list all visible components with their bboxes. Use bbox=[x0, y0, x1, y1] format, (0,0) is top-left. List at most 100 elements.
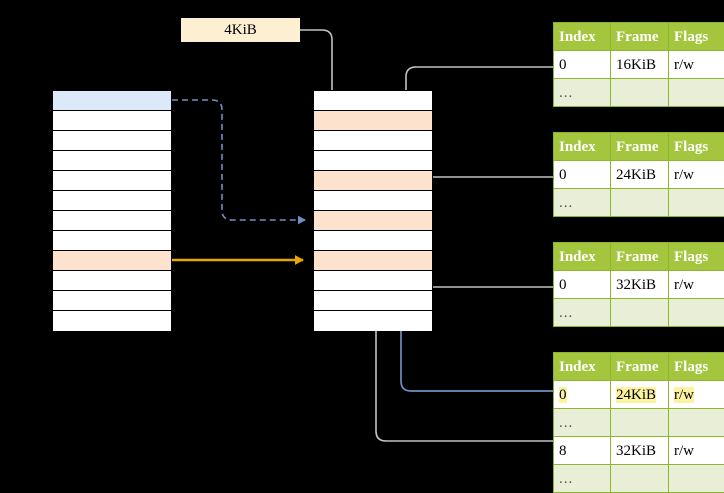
cell-value: 24KiB bbox=[616, 387, 656, 403]
table-cell-frame: 16KiB bbox=[611, 51, 669, 79]
physical-frame-cell-7 bbox=[314, 231, 432, 251]
column-header-flags: Flags bbox=[669, 23, 724, 51]
physical-frame-cell-1 bbox=[314, 111, 432, 131]
table-cell-index: 0 bbox=[554, 161, 611, 189]
virtual-page-cell-8 bbox=[53, 251, 171, 271]
table-cell-flags bbox=[669, 189, 724, 217]
column-header-index: Index bbox=[554, 353, 611, 381]
table-cell-frame: 32KiB bbox=[611, 437, 669, 465]
cell-value: 32KiB bbox=[616, 277, 656, 293]
column-header-frame: Frame bbox=[611, 243, 669, 271]
table-cell-frame: 24KiB bbox=[611, 381, 669, 409]
table-cell-flags bbox=[669, 465, 724, 493]
table-cell-frame bbox=[611, 79, 669, 107]
table-row-ellipsis[interactable]: ... bbox=[554, 409, 724, 437]
physical-frame-cell-2 bbox=[314, 131, 432, 151]
cell-value: 0 bbox=[559, 167, 567, 183]
cell-value: r/w bbox=[674, 277, 694, 293]
cell-value: ... bbox=[559, 471, 573, 487]
table-cell-index: 0 bbox=[554, 51, 611, 79]
physical-frame-cell-5 bbox=[314, 191, 432, 211]
column-header-flags: Flags bbox=[669, 243, 724, 271]
cell-value: 8 bbox=[559, 443, 567, 459]
table-cell-frame: 24KiB bbox=[611, 161, 669, 189]
table-cell-frame bbox=[611, 299, 669, 327]
column-header-frame: Frame bbox=[611, 133, 669, 161]
virtual-page-cell-2 bbox=[53, 131, 171, 151]
virtual-address-space-block bbox=[52, 90, 172, 330]
virtual-page-cell-9 bbox=[53, 271, 171, 291]
table-row-ellipsis[interactable]: ... bbox=[554, 299, 724, 327]
cell-value: ... bbox=[559, 415, 573, 431]
virtual-page-cell-4 bbox=[53, 171, 171, 191]
table-row-ellipsis[interactable]: ... bbox=[554, 79, 724, 107]
physical-memory-block bbox=[313, 90, 433, 330]
table-cell-frame bbox=[611, 409, 669, 437]
cell-value: 0 bbox=[559, 57, 567, 73]
table-cell-index: ... bbox=[554, 299, 611, 327]
table-row-ellipsis[interactable]: ... bbox=[554, 465, 724, 493]
cell-value: r/w bbox=[674, 443, 694, 459]
cell-value: r/w bbox=[674, 167, 694, 183]
table-cell-flags bbox=[669, 79, 724, 107]
cell-value: r/w bbox=[674, 57, 694, 73]
physical-frame-cell-4 bbox=[314, 171, 432, 191]
table-cell-flags bbox=[669, 299, 724, 327]
table-row[interactable]: 0 24KiB r/w bbox=[554, 381, 724, 409]
virtual-page-cell-6 bbox=[53, 211, 171, 231]
physical-frame-cell-0 bbox=[314, 91, 432, 111]
table-cell-index: ... bbox=[554, 409, 611, 437]
table-cell-flags: r/w bbox=[669, 437, 724, 465]
virtual-page-cell-3 bbox=[53, 151, 171, 171]
cell-value: r/w bbox=[674, 387, 694, 403]
cell-value: ... bbox=[559, 195, 573, 211]
table-row-ellipsis[interactable]: ... bbox=[554, 189, 724, 217]
table-cell-flags: r/w bbox=[669, 51, 724, 79]
physical-frame-cell-8 bbox=[314, 251, 432, 271]
table-row[interactable]: 0 24KiB r/w bbox=[554, 161, 724, 189]
table-cell-index: 0 bbox=[554, 381, 611, 409]
table-cell-index: 8 bbox=[554, 437, 611, 465]
table-cell-flags bbox=[669, 409, 724, 437]
table-cell-index: 0 bbox=[554, 271, 611, 299]
cell-value: 32KiB bbox=[616, 443, 656, 459]
table-row[interactable]: 0 32KiB r/w bbox=[554, 271, 724, 299]
virtual-page-cell-11 bbox=[53, 311, 171, 331]
virtual-page-cell-5 bbox=[53, 191, 171, 211]
page-size-label: 4KiB bbox=[181, 18, 300, 42]
wire-vpage-to-frame-dashed bbox=[172, 100, 305, 220]
table-cell-flags: r/w bbox=[669, 271, 724, 299]
physical-frame-cell-3 bbox=[314, 151, 432, 171]
wire-table2-to-frame bbox=[421, 177, 553, 218]
column-header-index: Index bbox=[554, 133, 611, 161]
virtual-page-cell-7 bbox=[53, 231, 171, 251]
table-cell-index: ... bbox=[554, 79, 611, 107]
cell-value: 0 bbox=[559, 277, 567, 293]
cell-value: ... bbox=[559, 85, 573, 101]
table-cell-index: ... bbox=[554, 465, 611, 493]
physical-frame-cell-10 bbox=[314, 291, 432, 311]
physical-frame-cell-6 bbox=[314, 211, 432, 231]
virtual-page-cell-0 bbox=[53, 91, 171, 111]
table-cell-flags: r/w bbox=[669, 381, 724, 409]
table-cell-index: ... bbox=[554, 189, 611, 217]
table-cell-frame: 32KiB bbox=[611, 271, 669, 299]
physical-frame-cell-9 bbox=[314, 271, 432, 291]
cell-value: ... bbox=[559, 305, 573, 321]
cell-value: 0 bbox=[559, 387, 567, 403]
table-row[interactable]: 8 32KiB r/w bbox=[554, 437, 724, 465]
table-cell-frame bbox=[611, 189, 669, 217]
table-cell-flags: r/w bbox=[669, 161, 724, 189]
table-row[interactable]: 0 16KiB r/w bbox=[554, 51, 724, 79]
column-header-flags: Flags bbox=[669, 353, 724, 381]
column-header-index: Index bbox=[554, 23, 611, 51]
virtual-page-cell-1 bbox=[53, 111, 171, 131]
